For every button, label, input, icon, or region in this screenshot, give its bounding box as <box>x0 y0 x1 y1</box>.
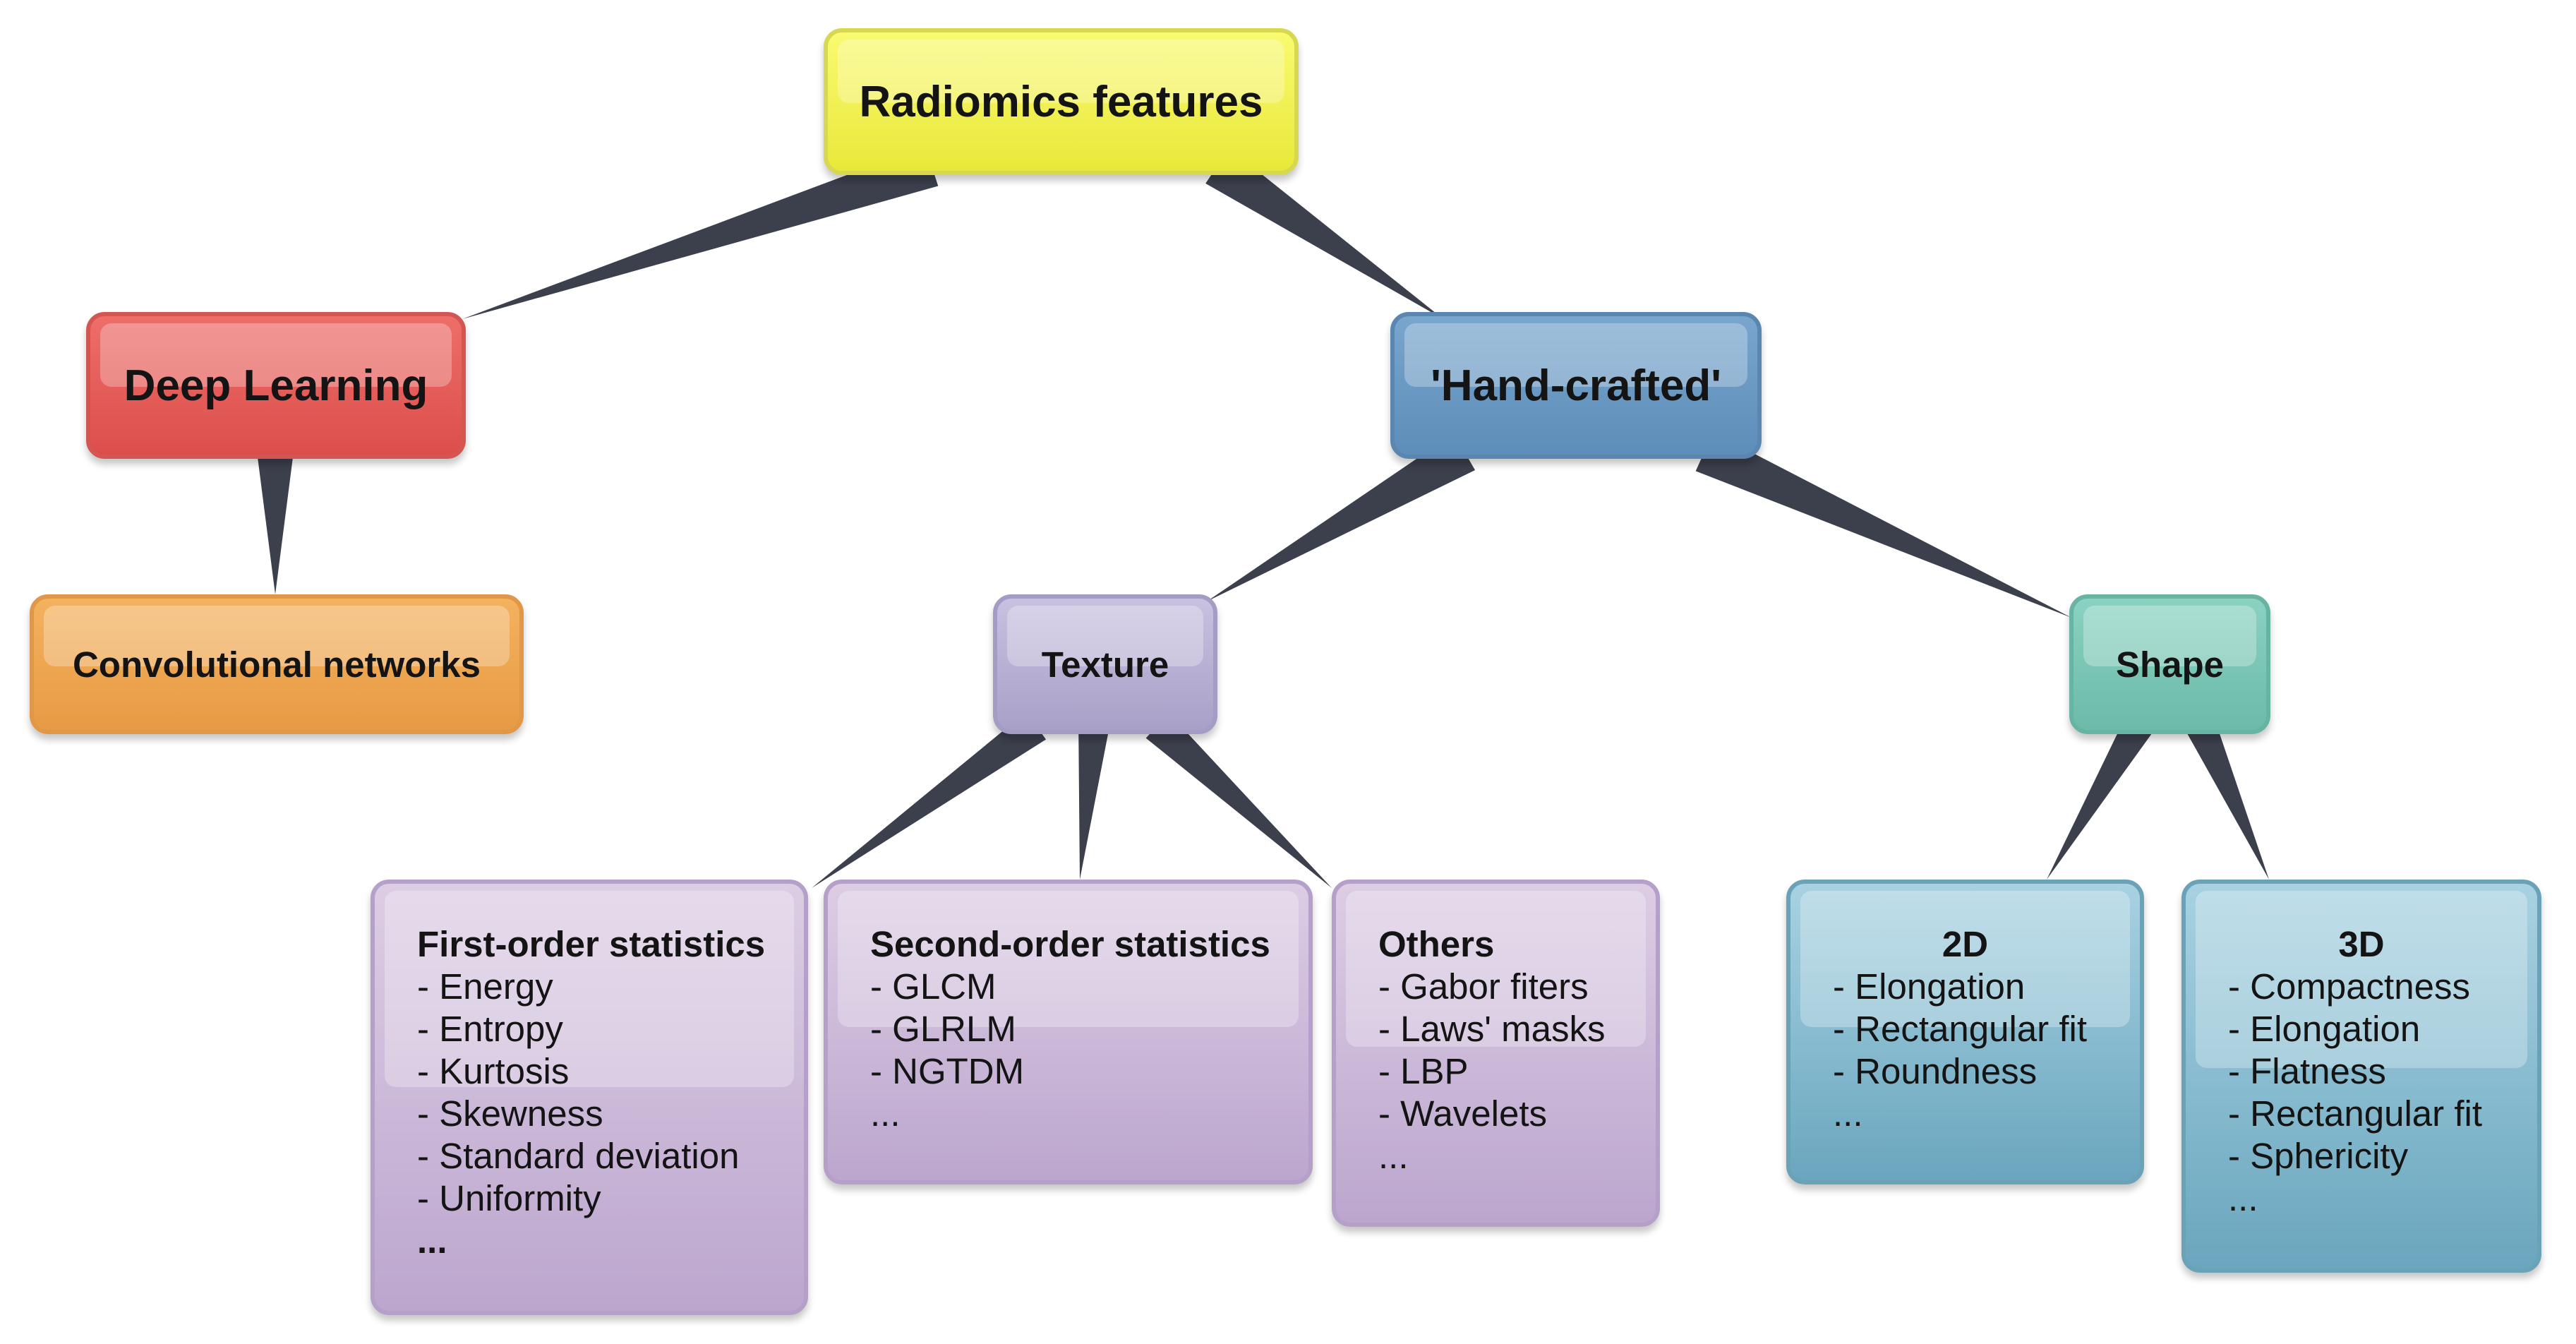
list-item: - Roundness <box>1833 1051 2038 1091</box>
connector-root-deep-learning <box>462 145 939 319</box>
list-item: - Flatness <box>2228 1051 2386 1091</box>
hand-crafted-node: 'Hand-crafted' <box>1390 312 1762 459</box>
shape-2d-title: 2D <box>1942 924 1989 964</box>
second-order-statistics-node: Second-order statistics - GLCM - GLRLM -… <box>824 880 1313 1184</box>
list-item: - Elongation <box>2228 1009 2421 1049</box>
list-item: - Rectangular fit <box>1833 1009 2087 1049</box>
connector-shape-2d <box>2047 717 2152 880</box>
others-list: - Gabor fiters - Laws' masks - LBP - Wav… <box>1378 966 1656 1135</box>
shape-2d-list: - Elongation - Rectangular fit - Roundne… <box>1833 966 2140 1093</box>
root-node-radiomics-features: Radiomics features <box>824 28 1299 175</box>
convolutional-networks-label: Convolutional networks <box>72 644 481 685</box>
list-item: - Wavelets <box>1378 1093 1547 1134</box>
list-item: - GLCM <box>870 966 997 1007</box>
connector-texture-first-order <box>812 712 1047 888</box>
list-item: - Sphericity <box>2228 1136 2409 1176</box>
list-item: - NGTDM <box>870 1051 1025 1091</box>
connector-hand-crafted-shape <box>1695 432 2071 618</box>
list-item: - Elongation <box>1833 966 2026 1007</box>
list-item: - Standard deviation <box>417 1136 740 1176</box>
shape-3d-node: 3D - Compactness - Elongation - Flatness… <box>2181 880 2541 1273</box>
list-item: - Uniformity <box>417 1178 601 1218</box>
shape-3d-list: - Compactness - Elongation - Flatness - … <box>2228 966 2537 1177</box>
first-order-statistics-list: - Energy - Entropy - Kurtosis - Skewness… <box>417 966 804 1220</box>
root-node-label: Radiomics features <box>859 77 1263 126</box>
deep-learning-node: Deep Learning <box>86 312 466 459</box>
connector-root-hand-crafted <box>1205 148 1443 319</box>
list-item: - Skewness <box>417 1093 603 1134</box>
list-item: - Rectangular fit <box>2228 1093 2482 1134</box>
shape-3d-title: 3D <box>2338 924 2385 964</box>
list-item: - Laws' masks <box>1378 1009 1606 1049</box>
others-node: Others - Gabor fiters - Laws' masks - LB… <box>1332 880 1660 1227</box>
deep-learning-label: Deep Learning <box>124 361 428 410</box>
list-item: - Energy <box>417 966 553 1007</box>
list-item: - Gabor fiters <box>1378 966 1589 1007</box>
first-order-statistics-node: First-order statistics - Energy - Entrop… <box>371 880 808 1315</box>
list-item: - GLRLM <box>870 1009 1016 1049</box>
ellipsis-more: ... <box>1378 1136 1409 1176</box>
connector-hand-crafted-texture <box>1207 433 1476 601</box>
texture-node: Texture <box>993 594 1217 734</box>
ellipsis-more: ... <box>1833 1093 1863 1134</box>
connector-deep-learning-convolutional <box>257 452 294 594</box>
texture-label: Texture <box>1041 644 1169 685</box>
first-order-statistics-title: First-order statistics <box>417 924 766 964</box>
shape-label: Shape <box>2115 644 2225 685</box>
list-item: - LBP <box>1378 1051 1469 1091</box>
others-title: Others <box>1378 924 1495 964</box>
list-item: - Entropy <box>417 1009 563 1049</box>
ellipsis-more: ... <box>2228 1178 2258 1218</box>
list-item: - Kurtosis <box>417 1051 570 1091</box>
shape-node: Shape <box>2069 594 2270 734</box>
connector-texture-second-order <box>1078 724 1109 880</box>
hand-crafted-label: 'Hand-crafted' <box>1431 361 1721 410</box>
convolutional-networks-node: Convolutional networks <box>30 594 524 734</box>
second-order-statistics-title: Second-order statistics <box>870 924 1270 964</box>
list-item: - Compactness <box>2228 966 2470 1007</box>
connector-texture-others <box>1145 713 1332 888</box>
ellipsis-more: ... <box>870 1093 901 1134</box>
connector-shape-3d <box>2186 719 2269 880</box>
second-order-statistics-list: - GLCM - GLRLM - NGTDM <box>870 966 1308 1093</box>
shape-2d-node: 2D - Elongation - Rectangular fit - Roun… <box>1786 880 2144 1184</box>
ellipsis-more: ... <box>417 1220 447 1261</box>
